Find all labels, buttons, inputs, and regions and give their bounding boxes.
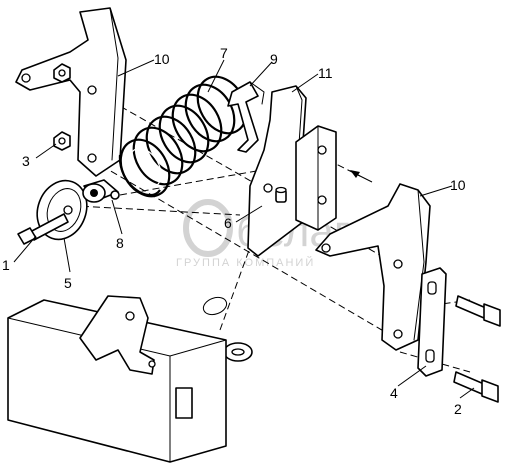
bracket-10-left: [15, 7, 127, 177]
spring-7: [118, 75, 248, 198]
callout-4: 4: [390, 385, 398, 401]
ring-clip: [202, 296, 228, 316]
callout-9: 9: [270, 51, 278, 67]
callout-11: 11: [318, 65, 333, 81]
link-plate-4: [417, 267, 447, 377]
callout-leaders: [13, 59, 475, 399]
callout-1: 1: [2, 257, 10, 273]
bolt-1: [17, 213, 69, 245]
callout-6: 6: [224, 215, 232, 231]
pin-6: [275, 186, 287, 203]
callout-8: 8: [116, 235, 124, 251]
channel-bracket: [295, 125, 337, 231]
direction-arrow: [350, 170, 373, 183]
callout-2: 2: [454, 401, 462, 417]
bushing-8: [82, 179, 120, 203]
callout-10-left: 10: [154, 51, 170, 67]
watermark-tagline: ГРУППА КОМПАНИЙ: [176, 256, 315, 269]
bolt-2-upper: [455, 295, 501, 327]
bracket-10-right: [315, 183, 431, 351]
callout-3: 3: [22, 153, 30, 169]
callout-5: 5: [64, 275, 72, 291]
clip-9: [227, 81, 265, 153]
bolt-2-lower: [453, 371, 499, 403]
mounting-base: [7, 295, 227, 463]
nut-3: [53, 63, 71, 151]
callout-7: 7: [220, 45, 228, 61]
callout-10-right: 10: [450, 177, 466, 193]
